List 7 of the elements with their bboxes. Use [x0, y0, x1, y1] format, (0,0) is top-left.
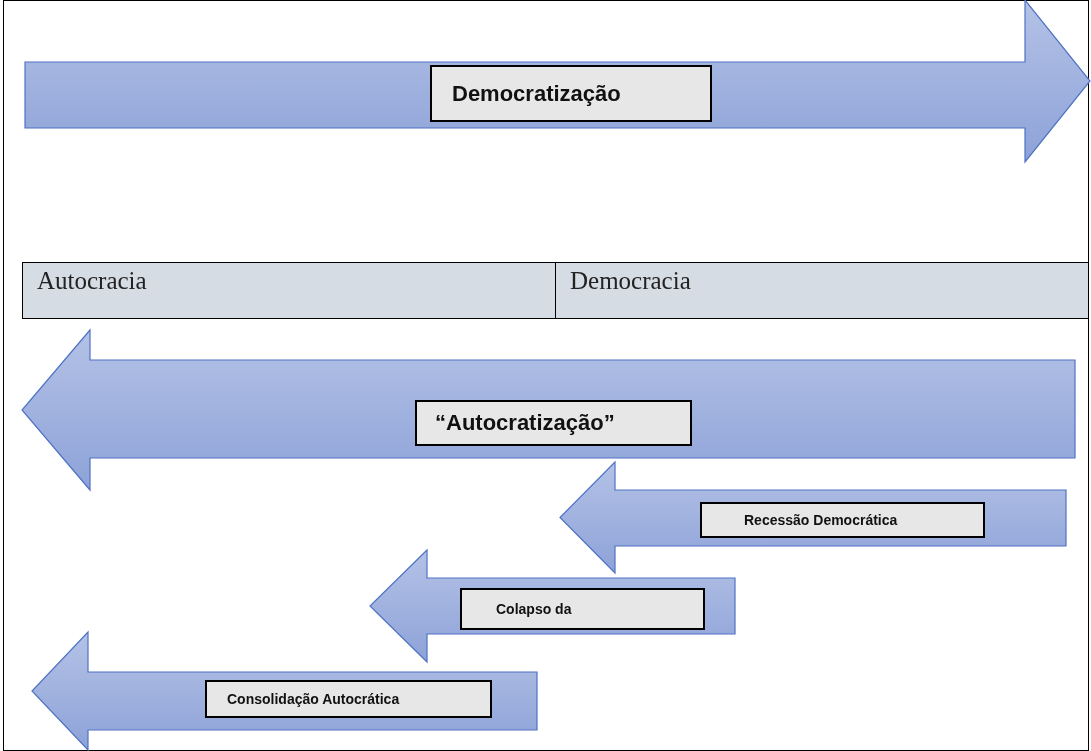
scale-cell: Democracia	[555, 262, 1089, 319]
scale-cell: Autocracia	[22, 262, 556, 319]
label-box: “Autocratização”	[415, 400, 692, 446]
label-box: Colapso da	[460, 588, 705, 630]
label-box: Recessão Democrática	[700, 502, 985, 538]
label-box: Democratização	[430, 65, 712, 122]
label-box: Consolidação Autocrática	[205, 680, 492, 718]
